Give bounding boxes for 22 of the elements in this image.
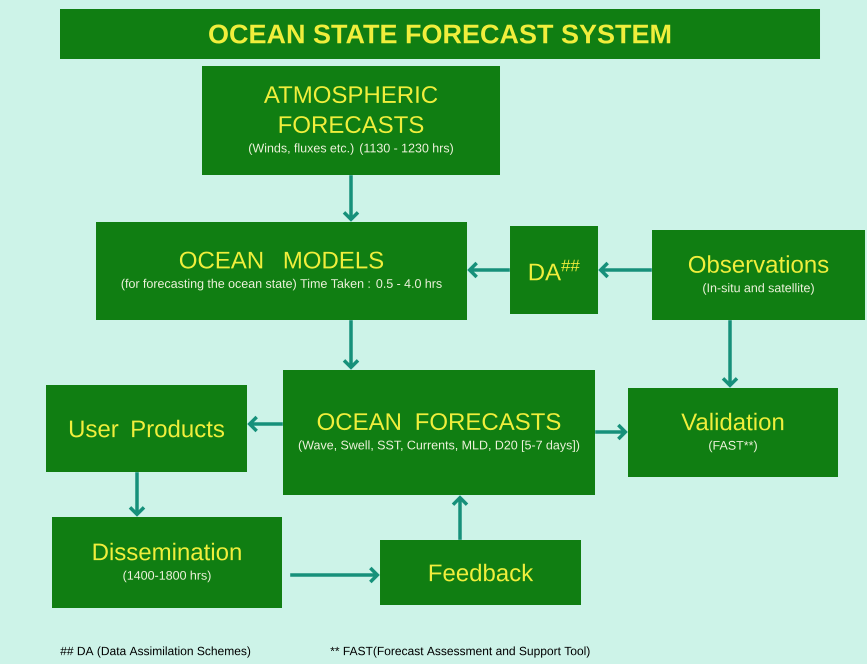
process-box: Observations (In-situ and satellite) <box>652 230 866 320</box>
arrow <box>452 495 468 540</box>
footnote: ** FAST(Forecast Assessment and Support Tool) <box>330 646 590 658</box>
process-box: OCEAN MODELS (for forecasting the ocean state) Time Taken : 0.5 - 4.0 hrs <box>96 222 467 320</box>
process-box: Feedback <box>380 540 581 605</box>
arrow <box>342 320 360 370</box>
arrow <box>128 472 146 517</box>
arrow <box>595 424 628 440</box>
arrow <box>342 175 360 222</box>
process-box: OCEAN FORECASTS (Wave, Swell, SST, Currents, MLD, D20 [5-7 days]) <box>283 370 595 495</box>
arrow <box>722 320 738 388</box>
process-box: ATMOSPHERIC FORECASTS (Winds, fluxes etc.) (1130 - 1230 hrs) <box>202 66 500 175</box>
arrow <box>598 262 652 278</box>
title-banner: OCEAN STATE FORECAST SYSTEM <box>60 9 820 59</box>
arrow <box>247 416 283 432</box>
arrow <box>467 262 510 278</box>
process-box: Validation (FAST**) <box>628 388 838 477</box>
arrow <box>290 566 380 584</box>
footnote: ## DA (Data Assimilation Schemes) <box>60 646 250 658</box>
process-box: Dissemination (1400-1800 hrs) <box>52 517 282 608</box>
process-box: DA$^{##}$ <box>510 226 598 314</box>
process-box: User Products <box>46 385 247 472</box>
